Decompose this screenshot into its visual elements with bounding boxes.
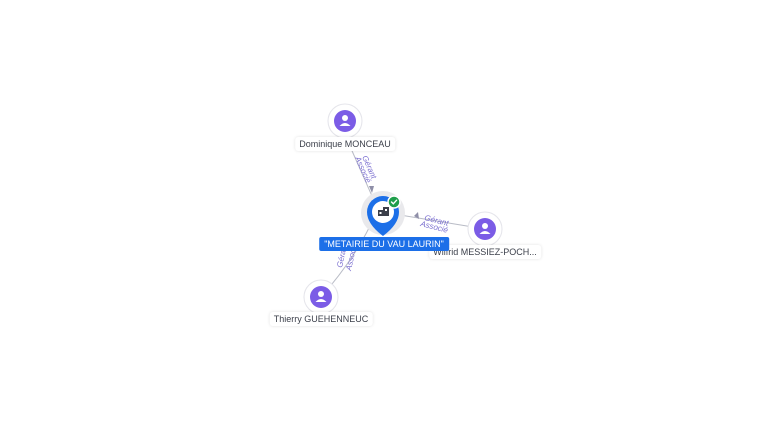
person-node-thierry[interactable]	[303, 279, 339, 315]
person-label-dominique[interactable]: Dominique MONCEAU	[295, 137, 395, 151]
company-node[interactable]	[361, 191, 405, 236]
company-label[interactable]: "METAIRIE DU VAU LAURIN"	[319, 237, 449, 251]
person-node-dominique[interactable]	[327, 103, 363, 139]
person-label-thierry[interactable]: Thierry GUEHENNEUC	[269, 312, 373, 326]
person-icon	[339, 115, 351, 126]
person-icon	[315, 291, 327, 302]
person-node-wilfrid[interactable]	[467, 211, 503, 247]
arrowhead-dominique	[369, 186, 374, 193]
building-icon	[378, 207, 389, 216]
check-icon	[390, 199, 398, 205]
person-label-wilfrid[interactable]: Wilfrid MESSIEZ-POCH...	[429, 245, 541, 259]
arrowhead-wilfrid	[414, 212, 419, 219]
status-badge	[387, 195, 401, 209]
person-icon	[479, 223, 491, 234]
